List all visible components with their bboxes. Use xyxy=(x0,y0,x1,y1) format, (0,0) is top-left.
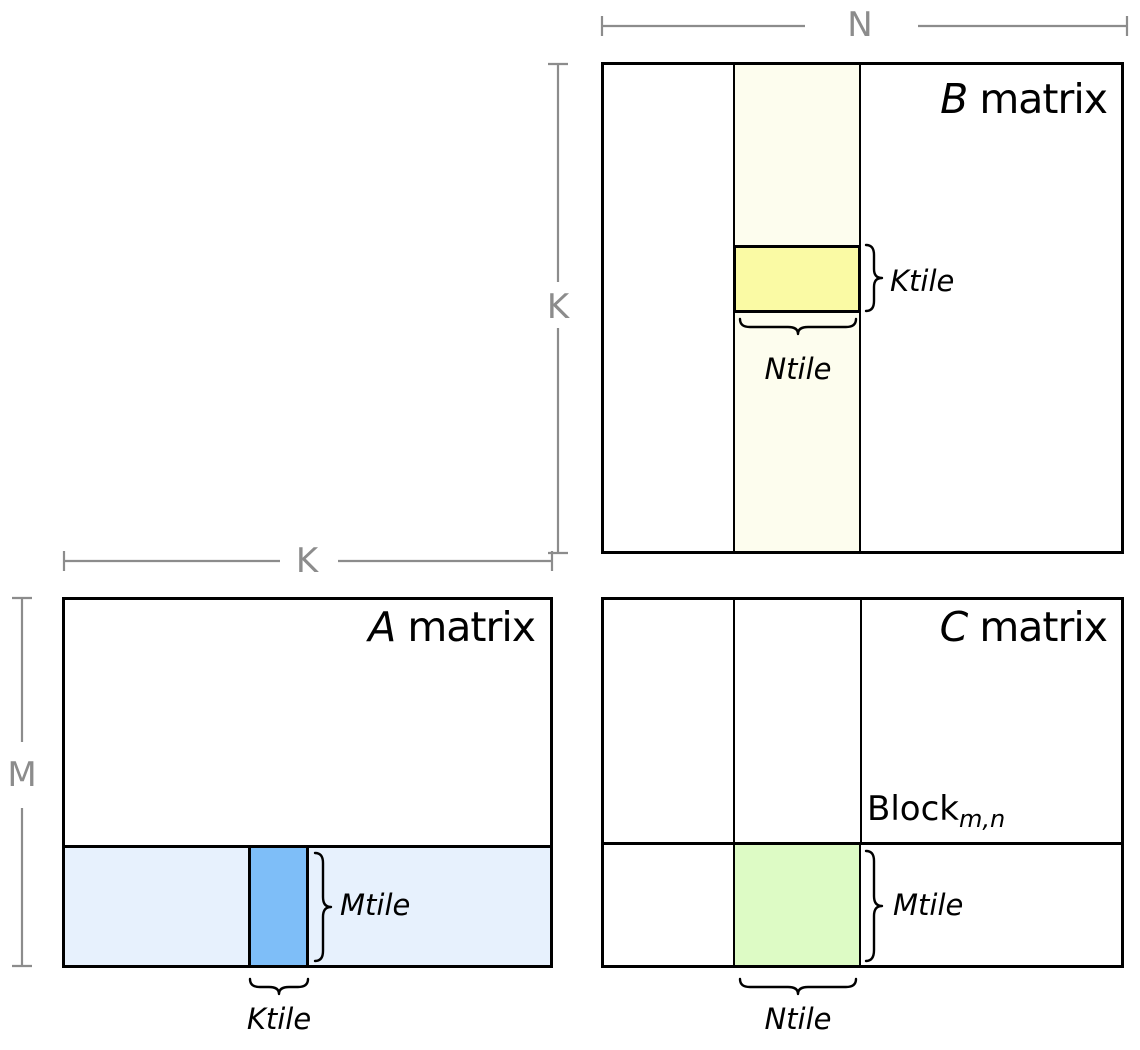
a-mtile-label: Mtile xyxy=(340,888,411,922)
b-ntile-label: Ntile xyxy=(764,352,832,386)
a-matrix-title: A matrix xyxy=(80,603,536,651)
k-dimension-label-b: K xyxy=(546,287,570,327)
b-matrix-box xyxy=(601,62,1124,554)
c-matrix-box xyxy=(601,597,1124,968)
a-ktile-brace xyxy=(248,977,310,996)
b-matrix-letter: B xyxy=(940,75,968,123)
a-ktile-block xyxy=(248,845,309,968)
n-dimension-line xyxy=(600,16,1129,36)
b-ktile-brace xyxy=(864,243,884,313)
c-ntile-label: Ntile xyxy=(764,1002,832,1036)
c-column-line-right xyxy=(860,597,862,843)
c-mtile-label: Mtile xyxy=(893,888,964,922)
b-matrix-title: B matrix xyxy=(700,75,1108,123)
b-matrix-word: matrix xyxy=(967,75,1108,123)
k-dimension-label-a: K xyxy=(295,541,319,581)
c-row-line xyxy=(601,842,1124,845)
k-dimension-line-a xyxy=(62,551,554,571)
c-block-tile xyxy=(733,843,861,968)
a-matrix-letter: A xyxy=(368,603,396,651)
a-ktile-label: Ktile xyxy=(246,1002,312,1036)
b-ntile-brace xyxy=(738,317,858,336)
a-matrix-box xyxy=(62,597,553,968)
c-block-label-base: Block xyxy=(867,789,959,829)
c-matrix-letter: C xyxy=(939,603,969,651)
m-dimension-line xyxy=(12,596,32,968)
m-dimension-label: M xyxy=(7,755,37,795)
k-dimension-line-b xyxy=(548,62,568,555)
c-matrix-word: matrix xyxy=(967,603,1108,651)
c-ntile-brace xyxy=(738,977,858,996)
c-block-label-subscript: m,n xyxy=(958,805,1006,833)
c-block-label: Blockm,n xyxy=(867,790,1005,838)
c-mtile-brace xyxy=(864,849,884,963)
c-column-line-left xyxy=(733,597,735,843)
a-mtile-brace xyxy=(313,851,333,963)
b-ktile-block xyxy=(733,245,861,313)
n-dimension-label: N xyxy=(847,5,873,45)
b-ktile-label: Ktile xyxy=(890,264,955,298)
c-matrix-title: C matrix xyxy=(700,603,1108,651)
a-matrix-word: matrix xyxy=(395,603,536,651)
